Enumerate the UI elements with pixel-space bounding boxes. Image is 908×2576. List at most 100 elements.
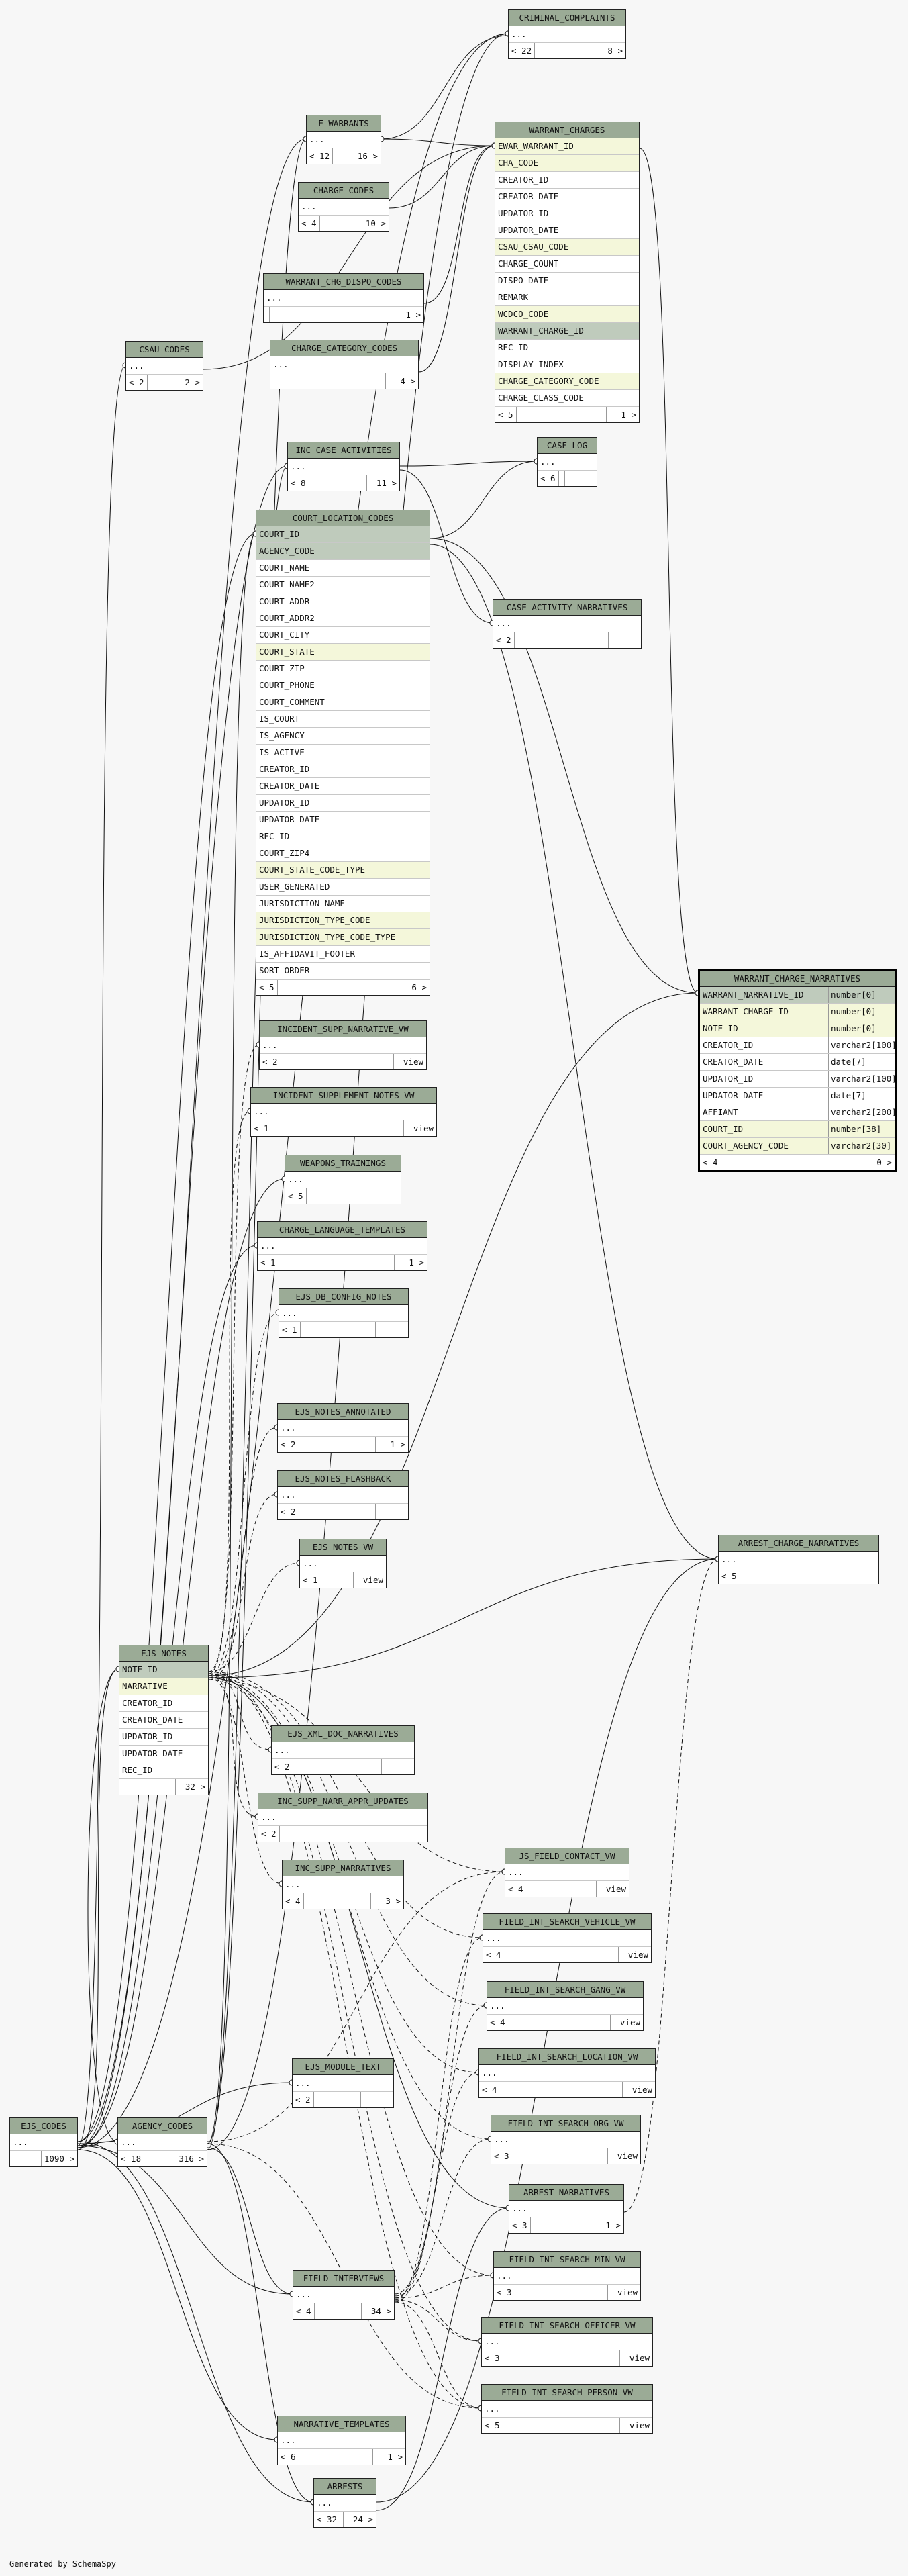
column-row[interactable]: JURISDICTION_TYPE_CODE_TYPE <box>256 929 430 946</box>
column-row[interactable]: IS_ACTIVE <box>256 745 430 761</box>
table-name[interactable]: ARREST_NARRATIVES <box>509 2185 623 2201</box>
parent-count[interactable]: < 2 <box>493 632 515 648</box>
table-name[interactable]: FIELD_INTERVIEWS <box>293 2271 394 2287</box>
table-name[interactable]: FIELD_INT_SEARCH_OFFICER_VW <box>482 2318 652 2334</box>
table-name[interactable]: FIELD_INT_SEARCH_ORG_VW <box>491 2115 640 2132</box>
parent-count[interactable]: < 3 <box>509 2217 531 2233</box>
child-count[interactable]: 0 > <box>876 1157 892 1167</box>
column-row[interactable]: ... <box>251 1104 436 1120</box>
view-label[interactable]: view <box>617 2151 638 2161</box>
parent-count[interactable]: < 3 <box>491 2148 608 2164</box>
parent-count[interactable]: < 18 <box>118 2151 145 2166</box>
table-name[interactable]: EJS_CODES <box>10 2118 77 2134</box>
view-label[interactable]: view <box>605 1884 626 1894</box>
column-row[interactable]: UPDATOR_ID <box>119 1729 208 1746</box>
table-name[interactable]: CASE_ACTIVITY_NARRATIVES <box>493 600 641 616</box>
parent-count[interactable]: < 1 <box>279 1322 301 1337</box>
view-label[interactable]: view <box>629 2353 650 2363</box>
parent-count[interactable]: < 4 <box>505 1881 597 1897</box>
child-count[interactable]: 24 > <box>352 2514 373 2524</box>
column-row[interactable]: CREATOR_ID <box>495 172 639 189</box>
column-row[interactable]: ... <box>279 1305 408 1322</box>
parent-count[interactable]: < 22 <box>509 43 536 58</box>
column-row[interactable]: DISPLAY_INDEX <box>495 356 639 373</box>
child-count[interactable]: 1 > <box>390 1439 405 1449</box>
parent-count[interactable]: < 4 <box>700 1155 862 1170</box>
table-name[interactable]: ARRESTS <box>314 2479 376 2495</box>
column-row[interactable]: ... <box>307 132 381 148</box>
table-name[interactable]: CASE_LOG <box>538 438 597 454</box>
table-name[interactable]: CHARGE_CODES <box>299 183 389 199</box>
parent-count[interactable]: < 3 <box>482 2350 620 2366</box>
column-row[interactable]: IS_AFFIDAVIT_FOOTER <box>256 946 430 963</box>
table-name[interactable]: FIELD_INT_SEARCH_VEHICLE_VW <box>483 1914 651 1930</box>
table-case-activity-narratives[interactable]: CASE_ACTIVITY_NARRATIVES...< 2 <box>493 599 642 649</box>
column-row[interactable]: WCDCO_CODE <box>495 306 639 323</box>
table-name[interactable]: COURT_LOCATION_CODES <box>256 510 430 526</box>
table-name[interactable]: EJS_NOTES <box>119 1645 208 1662</box>
column-row[interactable]: ... <box>258 1238 427 1255</box>
child-count[interactable]: 3 > <box>385 1896 401 1906</box>
child-count[interactable]: 4 > <box>400 376 415 386</box>
child-count[interactable]: 316 > <box>179 2154 204 2164</box>
column-row[interactable]: ... <box>10 2134 77 2151</box>
view-label[interactable]: view <box>632 2085 652 2095</box>
column-row[interactable]: ... <box>493 616 641 632</box>
table-ejs-codes[interactable]: EJS_CODES... 1090 > <box>9 2117 78 2167</box>
parent-count[interactable]: < 4 <box>483 1947 619 1962</box>
column-row[interactable]: COURT_STATE <box>256 644 430 661</box>
column-row[interactable]: UPDATOR_DATE <box>495 222 639 239</box>
parent-count[interactable]: < 6 <box>278 2449 299 2465</box>
parent-count[interactable]: < 4 <box>283 1893 304 1909</box>
child-count[interactable]: 1090 > <box>44 2154 74 2164</box>
table-ejs-db-config-notes[interactable]: EJS_DB_CONFIG_NOTES...< 1 <box>279 1288 409 1338</box>
column-row[interactable]: ... <box>293 2287 394 2303</box>
table-name[interactable]: INCIDENT_SUPP_NARRATIVE_VW <box>260 1021 426 1037</box>
parent-count[interactable]: < 5 <box>719 1568 740 1584</box>
column-row[interactable]: COURT_CITY <box>256 627 430 644</box>
table-name[interactable]: AGENCY_CODES <box>118 2118 207 2134</box>
column-row[interactable]: DISPO_DATE <box>495 273 639 289</box>
parent-count[interactable]: < 4 <box>479 2082 623 2097</box>
column-row[interactable]: NARRATIVE <box>119 1678 208 1695</box>
table-name[interactable]: INC_CASE_ACTIVITIES <box>288 442 399 459</box>
view-label[interactable]: view <box>617 2287 638 2297</box>
column-row[interactable]: ... <box>278 1487 408 1504</box>
table-name[interactable]: WEAPONS_TRAININGS <box>285 1155 401 1172</box>
parent-count[interactable]: < 4 <box>293 2303 315 2319</box>
column-row[interactable]: ... <box>260 1037 426 1054</box>
view-label[interactable]: view <box>413 1123 434 1133</box>
column-row[interactable]: COURT_COMMENT <box>256 694 430 711</box>
table-name[interactable]: CHARGE_LANGUAGE_TEMPLATES <box>258 1222 427 1238</box>
column-row[interactable]: ... <box>283 1876 403 1893</box>
column-row[interactable]: ... <box>272 1742 414 1759</box>
column-row[interactable]: ... <box>293 2075 393 2092</box>
column-row[interactable]: COURT_ZIP <box>256 661 430 677</box>
table-name[interactable]: E_WARRANTS <box>307 115 381 132</box>
column-row[interactable]: ... <box>487 1998 643 2015</box>
child-count[interactable]: 1 > <box>405 309 421 320</box>
parent-count[interactable]: < 3 <box>494 2285 608 2300</box>
column-row[interactable]: REC_ID <box>495 340 639 356</box>
table-name[interactable]: ARREST_CHARGE_NARRATIVES <box>719 1535 878 1552</box>
table-name[interactable]: FIELD_INT_SEARCH_LOCATION_VW <box>479 2049 655 2065</box>
column-row[interactable]: CREATOR_DATE <box>119 1712 208 1729</box>
child-count[interactable]: 32 > <box>185 1782 205 1792</box>
parent-count[interactable]: < 2 <box>258 1826 280 1842</box>
column-row[interactable]: ... <box>314 2495 376 2512</box>
